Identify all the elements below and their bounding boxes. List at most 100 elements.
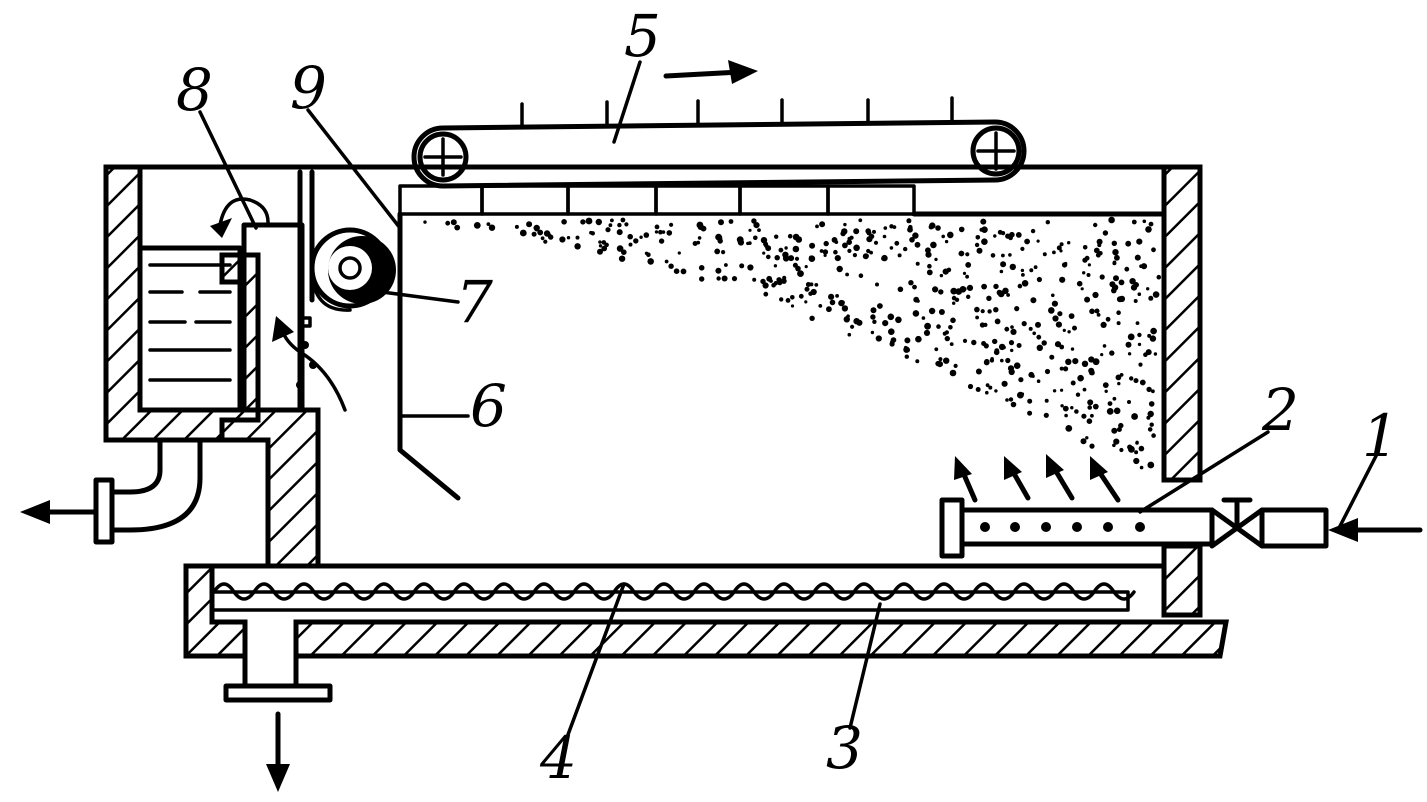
particle bbox=[1036, 344, 1044, 351]
particle bbox=[628, 242, 633, 247]
particle bbox=[905, 347, 910, 353]
particle bbox=[909, 237, 915, 243]
particle bbox=[1109, 350, 1115, 356]
particle bbox=[1027, 398, 1033, 404]
particle bbox=[828, 293, 835, 300]
belt-spikes bbox=[520, 96, 954, 129]
particle bbox=[769, 279, 773, 283]
particle bbox=[1062, 405, 1069, 412]
particle bbox=[1092, 358, 1100, 366]
particle bbox=[804, 300, 808, 304]
particle bbox=[537, 229, 544, 236]
particle bbox=[975, 235, 981, 240]
particle bbox=[1051, 293, 1055, 298]
particle bbox=[782, 255, 790, 262]
particle bbox=[777, 280, 783, 286]
particle bbox=[904, 337, 911, 344]
particle bbox=[950, 317, 956, 324]
particle bbox=[639, 235, 643, 239]
particle bbox=[938, 357, 943, 362]
particle bbox=[1151, 389, 1155, 394]
particle bbox=[1146, 386, 1152, 393]
particle bbox=[944, 330, 950, 335]
particle bbox=[930, 241, 937, 249]
particle bbox=[958, 226, 965, 233]
particle bbox=[976, 247, 983, 254]
particle bbox=[781, 278, 787, 284]
particle bbox=[543, 239, 548, 244]
particle bbox=[1075, 392, 1081, 397]
particle bbox=[753, 222, 760, 229]
particle bbox=[980, 309, 985, 314]
particle bbox=[949, 342, 954, 346]
label-7: 7 bbox=[456, 268, 493, 336]
particle bbox=[1033, 265, 1038, 270]
particle bbox=[654, 230, 659, 234]
discharge-outlet bbox=[223, 653, 333, 792]
particle bbox=[926, 269, 933, 276]
particle bbox=[928, 224, 934, 230]
particle bbox=[561, 219, 567, 225]
particle bbox=[1051, 300, 1058, 307]
particle bbox=[983, 343, 989, 349]
particle bbox=[1125, 240, 1132, 247]
particle bbox=[843, 222, 847, 227]
particle bbox=[1024, 238, 1030, 245]
particle bbox=[1002, 345, 1006, 350]
particle bbox=[773, 281, 778, 286]
particle bbox=[1093, 247, 1100, 254]
particle bbox=[1062, 328, 1066, 332]
particle bbox=[1008, 340, 1015, 346]
particle bbox=[983, 359, 990, 366]
particle bbox=[601, 245, 608, 252]
particle bbox=[858, 218, 863, 223]
particle bbox=[795, 236, 803, 243]
drain-pipe bbox=[20, 437, 203, 545]
particle bbox=[445, 220, 451, 226]
particle bbox=[1082, 387, 1087, 392]
particle bbox=[1015, 232, 1022, 238]
particle bbox=[1001, 253, 1005, 258]
particle bbox=[737, 239, 745, 246]
particle bbox=[1010, 328, 1017, 335]
particle bbox=[935, 225, 941, 231]
particle bbox=[1021, 273, 1025, 277]
particle bbox=[962, 338, 968, 343]
particle bbox=[1127, 333, 1135, 341]
particle bbox=[1063, 366, 1069, 372]
particle bbox=[979, 227, 984, 232]
particle bbox=[1082, 245, 1088, 250]
particle bbox=[774, 255, 780, 261]
particle bbox=[1045, 220, 1051, 225]
particle bbox=[757, 228, 761, 233]
particle bbox=[1018, 377, 1024, 383]
particle bbox=[1005, 357, 1011, 364]
particle bbox=[1151, 433, 1156, 438]
particle bbox=[620, 217, 626, 223]
particle bbox=[646, 252, 651, 257]
particle bbox=[566, 236, 571, 240]
particle bbox=[906, 218, 912, 224]
particle bbox=[784, 246, 788, 250]
particle bbox=[966, 284, 974, 291]
particle bbox=[804, 286, 810, 292]
particle bbox=[1059, 366, 1064, 371]
particle bbox=[989, 358, 995, 363]
particle bbox=[865, 228, 871, 234]
particle bbox=[965, 262, 972, 268]
particle bbox=[1052, 315, 1059, 322]
particle bbox=[1065, 425, 1073, 432]
particle bbox=[514, 224, 519, 229]
particle bbox=[847, 248, 852, 253]
particle bbox=[974, 306, 980, 313]
particle bbox=[942, 268, 949, 275]
particle bbox=[938, 289, 944, 295]
particle bbox=[994, 318, 1001, 325]
particle bbox=[1134, 254, 1141, 261]
particle bbox=[842, 242, 848, 249]
particle bbox=[1080, 438, 1087, 445]
particle bbox=[1017, 283, 1023, 289]
particle bbox=[986, 295, 992, 301]
particle bbox=[1134, 450, 1139, 455]
particle bbox=[1100, 353, 1104, 357]
